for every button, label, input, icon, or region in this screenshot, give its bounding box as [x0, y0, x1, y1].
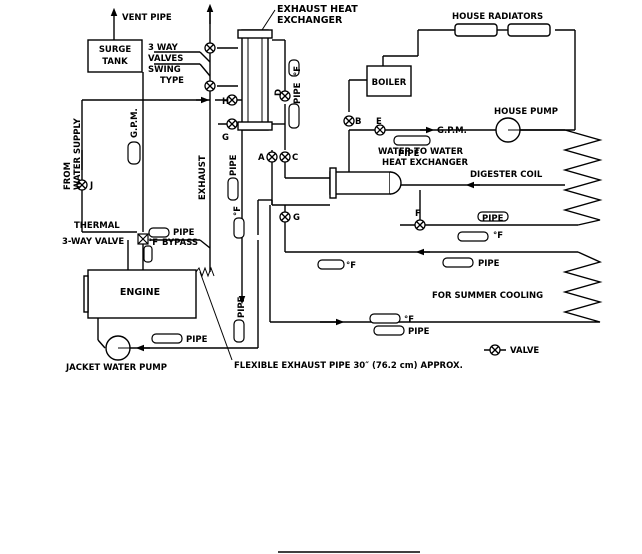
- valve-d-label: D: [274, 89, 284, 96]
- pipe-mid-gauge: [442, 257, 474, 268]
- deg-f-thermal-label: °F: [148, 238, 158, 248]
- pipe-right-top-gauge: [393, 135, 431, 146]
- vent-pipe-label: VENT PIPE: [122, 13, 172, 23]
- deg-f-bottom-label: °F: [404, 315, 414, 325]
- boiler-label: BOILER: [372, 78, 407, 88]
- f-mid-gauge: [317, 259, 345, 270]
- deg-f-d-label: °F: [293, 66, 303, 76]
- water-hx-label-1: WATER TO WATER: [378, 147, 464, 157]
- exhaust-label: EXHAUST: [198, 155, 208, 200]
- pipe-d-gauge: [288, 103, 300, 129]
- valve-e-label: E: [376, 117, 382, 127]
- gpm-right-label: G.P.M.: [437, 126, 467, 136]
- water-hx-label-2: HEAT EXCHANGER: [382, 158, 468, 168]
- pipe-jacket-gauge: [151, 333, 183, 344]
- thermal-label-1: THERMAL: [74, 221, 120, 231]
- valve-h-label: H: [222, 97, 229, 107]
- valve-legend-symbol: [489, 344, 501, 356]
- pipe-jacket-label: PIPE: [186, 335, 208, 345]
- flexible-exhaust-pipe: [195, 266, 215, 278]
- exhaust-heat-exchanger: [237, 29, 273, 131]
- engine: ENGINE: [83, 269, 197, 319]
- boiler: BOILER: [366, 65, 412, 97]
- house-radiators: [454, 23, 551, 37]
- deg-f-exhaust-label: °F: [233, 206, 243, 216]
- valve-b-label: B: [355, 117, 361, 127]
- house-pump-label: HOUSE PUMP: [494, 107, 558, 117]
- valve-j-label: J: [89, 181, 93, 191]
- valve-g-right: [279, 211, 291, 223]
- pipe-bottom-label: PIPE: [408, 327, 430, 337]
- pipe-vertical-low-label: PIPE: [237, 296, 247, 318]
- f-bottom-gauge: [369, 313, 401, 324]
- gpm-left-label: G.P.M.: [130, 108, 140, 138]
- three-way-valves-label-1: 3 WAY: [148, 43, 179, 53]
- surge-tank: SURGE TANK: [87, 39, 143, 73]
- three-way-valve-upper: [204, 42, 216, 54]
- engine-label: ENGINE: [120, 287, 160, 298]
- exhaust-hx-label-2: EXCHANGER: [277, 15, 343, 26]
- digester-coil: [562, 129, 603, 226]
- valve-b: [343, 115, 355, 127]
- exhaust-pipe-gauge: [227, 177, 239, 201]
- pipe-d-label: PIPE: [293, 82, 303, 104]
- pipe-thermal-label: PIPE: [173, 228, 195, 238]
- three-way-valve-lower: [204, 80, 216, 92]
- valves: [76, 42, 501, 356]
- surge-tank-label-1: SURGE: [99, 45, 132, 55]
- pipe-f-label: PIPE: [482, 214, 504, 224]
- three-way-valves-label-4: TYPE: [160, 76, 184, 86]
- valve-c: [279, 151, 291, 163]
- labels: VENT PIPE 3 WAY VALVES SWING TYPE EXHAUS…: [62, 4, 558, 373]
- valve-a: [266, 151, 278, 163]
- valve-f: [414, 219, 426, 231]
- house-radiators-label: HOUSE RADIATORS: [452, 12, 543, 22]
- valve-legend-label: VALVE: [510, 346, 539, 356]
- f-f-gauge: [457, 231, 489, 242]
- thermal-label-2: 3-WAY VALVE: [62, 237, 124, 247]
- pipe-f-gauge: [477, 211, 509, 222]
- from-label: FROM: [63, 162, 73, 190]
- pipe-right-top-label: PIPE: [398, 149, 420, 159]
- gauges: [127, 59, 509, 344]
- bypass-gauge: [143, 245, 153, 263]
- exhaust-f-gauge: [233, 217, 245, 239]
- flexible-exhaust-label: FLEXIBLE EXHAUST PIPE 30″ (76.2 cm) APPR…: [234, 361, 463, 371]
- valve-c-label: C: [292, 153, 298, 163]
- exhaust-hx-label-1: EXHAUST HEAT: [277, 4, 358, 15]
- deg-f-mid-label: °F: [346, 261, 356, 271]
- pipe-mid-label: PIPE: [478, 259, 500, 269]
- pipe-gauge-thermal: [148, 227, 170, 238]
- three-way-valves-label-3: SWING: [148, 65, 181, 75]
- jacket-water-pump-label: JACKET WATER PUMP: [65, 363, 167, 373]
- pipe-exhaust-label: PIPE: [229, 154, 239, 176]
- pipe-vertical-low-gauge: [233, 319, 245, 343]
- jacket-water-pump: [105, 335, 131, 361]
- three-way-valves-label-2: VALVES: [148, 54, 183, 64]
- pipe-bottom-gauge: [373, 325, 405, 336]
- valve-g-left-label: G: [222, 133, 229, 143]
- valve-f-label: F: [415, 209, 421, 219]
- digester-coil-label: DIGESTER COIL: [470, 170, 543, 180]
- surge-tank-label-2: TANK: [102, 57, 128, 67]
- valve-g-right-label: G: [293, 213, 300, 223]
- deg-f-f-label: °F: [493, 231, 503, 241]
- thermal-three-way-valve: [137, 233, 149, 245]
- f-d-gauge: [288, 59, 300, 77]
- summer-cooling-label: FOR SUMMER COOLING: [432, 291, 543, 301]
- summer-cooling-coil: [562, 251, 603, 323]
- water-supply-label: WATER SUPPLY: [73, 117, 83, 190]
- bypass-label: BYPASS: [162, 238, 198, 248]
- valve-a-label: A: [258, 153, 265, 163]
- house-pump: [495, 117, 521, 143]
- valve-g-left: [226, 118, 238, 130]
- water-to-water-heat-exchanger: [329, 167, 402, 199]
- gpm-gauge-left: [127, 141, 141, 165]
